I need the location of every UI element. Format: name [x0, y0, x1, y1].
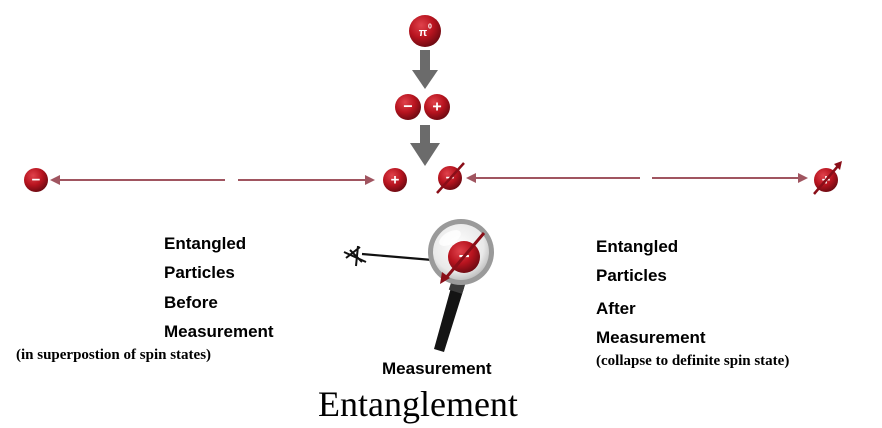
right-caption-line-2: Particles — [596, 266, 667, 285]
diagram-title: Entanglement — [318, 384, 518, 424]
minus-sign: − — [403, 99, 412, 116]
minus-sign: − — [32, 172, 41, 189]
left-caption-note: (in superpostion of spin states) — [16, 347, 212, 363]
decay-arrow-icon — [412, 50, 438, 89]
left-caption-line-4: Measurement — [164, 322, 274, 341]
plus-sign: + — [391, 172, 400, 189]
spin-arrow-icon — [436, 162, 465, 194]
left-caption-line-1: Entangled — [164, 234, 247, 253]
left-caption-line-2: Particles — [164, 263, 235, 282]
left-minus-particle: − — [24, 168, 48, 192]
measured-minus-particle: − — [440, 232, 486, 284]
right-plus-particle: + — [813, 161, 842, 195]
right-caption-line-3: After — [596, 299, 636, 318]
right-caption-line-4: Measurement — [596, 328, 706, 347]
spin-arrow-icon — [813, 165, 839, 195]
plus-sign: + — [432, 99, 441, 116]
spin-arrow-icon — [443, 232, 486, 280]
pion-particle: π 0 — [409, 15, 441, 47]
pion-superscript: 0 — [428, 24, 432, 31]
pair-minus-particle: − — [395, 94, 421, 120]
center-plus-particle: + — [383, 168, 407, 192]
pair-plus-particle: + — [424, 94, 450, 120]
left-caption-line-3: Before — [164, 293, 218, 312]
measurement-label: Measurement — [382, 359, 492, 378]
right-caption-line-1: Entangled — [596, 237, 679, 256]
separation-arrow-icon — [410, 125, 440, 166]
pion-symbol: π — [419, 27, 428, 39]
right-caption-note: (collapse to definite spin state) — [596, 353, 790, 369]
magnifier-icon — [428, 219, 494, 352]
spin-minus-particle: − — [436, 162, 465, 194]
